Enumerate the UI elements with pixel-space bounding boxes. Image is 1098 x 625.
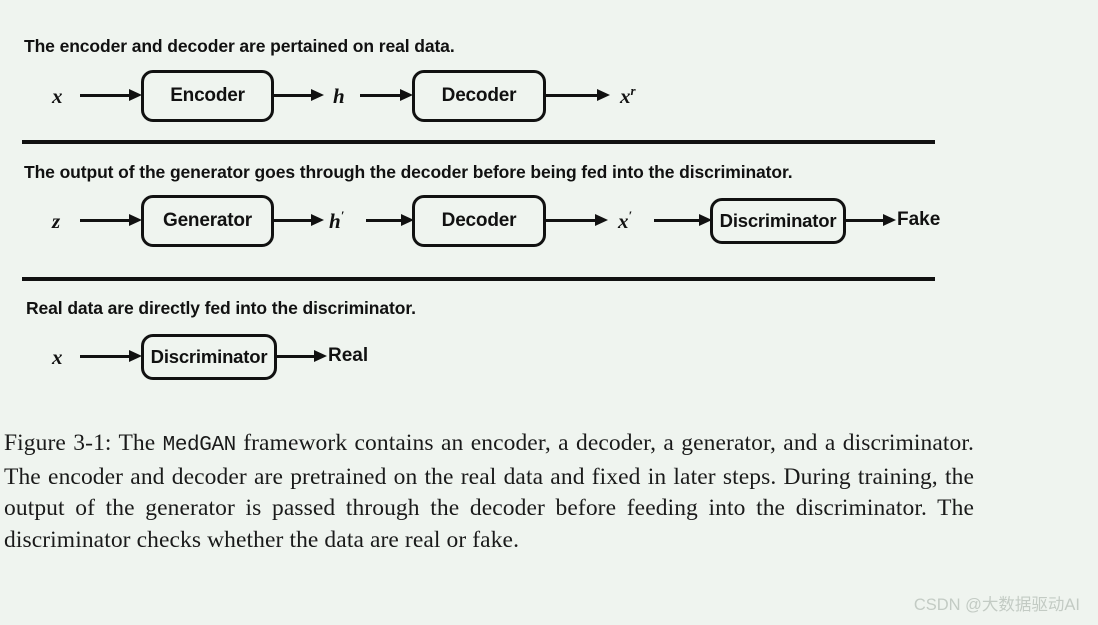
arrow-decoder-to-xr xyxy=(546,89,610,102)
node-decoder-generator[interactable]: Decoder xyxy=(412,195,546,247)
node-generator[interactable]: Generator xyxy=(141,195,274,247)
caption-mono-term: MedGAN xyxy=(162,434,237,457)
row-pretrain-caption: The encoder and decoder are pertained on… xyxy=(24,36,455,56)
row-pretrain-input-label: x xyxy=(52,84,63,108)
diagram-row-generator: The output of the generator goes through… xyxy=(0,150,1098,265)
row-generator-output-label: x′ xyxy=(618,209,632,234)
row-generator-latent-label: h′ xyxy=(329,209,344,234)
arrow-decoder-to-xprime xyxy=(546,214,608,227)
row-pretrain-output-base: x xyxy=(620,84,631,108)
node-decoder-pretrain[interactable]: Decoder xyxy=(412,70,546,122)
arrow-xprime-to-discriminator xyxy=(654,214,712,227)
row-pretrain-output-label: xr xyxy=(620,84,636,109)
figure-caption: Figure 3-1: The MedGAN framework contain… xyxy=(4,428,974,556)
row-realdata-input-label: x xyxy=(52,345,63,369)
row-generator-output-sup: ′ xyxy=(628,208,633,223)
arrow-discriminator-to-real xyxy=(277,350,327,363)
node-discriminator-fake[interactable]: Discriminator xyxy=(710,198,846,244)
arrow-generator-to-hprime xyxy=(274,214,324,227)
row-realdata-terminal-label: Real xyxy=(328,345,369,366)
arrow-x-to-discriminator xyxy=(80,350,142,363)
row-generator-caption: The output of the generator goes through… xyxy=(24,162,793,182)
arrow-x-to-encoder xyxy=(80,89,142,102)
row-generator-terminal-label: Fake xyxy=(897,209,941,230)
node-encoder[interactable]: Encoder xyxy=(141,70,274,122)
caption-rest: framework contains an encoder, a decoder… xyxy=(4,430,975,553)
diagram-row-pretrain: The encoder and decoder are pertained on… xyxy=(0,0,1098,135)
row-pretrain-output-sup: r xyxy=(630,83,636,98)
row-generator-latent-base: h xyxy=(329,209,341,233)
medgan-diagram: The encoder and decoder are pertained on… xyxy=(0,0,1098,397)
diagram-row-realdata: Real data are directly fed into the disc… xyxy=(0,287,1098,397)
arrow-hprime-to-decoder xyxy=(366,214,414,227)
arrow-z-to-generator xyxy=(80,214,142,227)
row-generator-output-base: x xyxy=(618,209,629,233)
node-discriminator-real[interactable]: Discriminator xyxy=(141,334,277,380)
row-generator-latent-sup: ′ xyxy=(340,208,345,223)
caption-prefix: Figure 3-1: The xyxy=(4,430,163,456)
divider-two xyxy=(22,277,935,281)
divider-one xyxy=(22,140,935,144)
csdn-watermark: CSDN @大数据驱动AI xyxy=(913,596,1080,614)
arrow-discriminator-to-fake xyxy=(846,214,896,227)
row-generator-input-label: z xyxy=(52,209,61,233)
row-realdata-caption: Real data are directly fed into the disc… xyxy=(26,298,416,318)
row-pretrain-latent-label: h xyxy=(333,84,345,108)
arrow-encoder-to-h xyxy=(274,89,324,102)
arrow-h-to-decoder xyxy=(360,89,413,102)
